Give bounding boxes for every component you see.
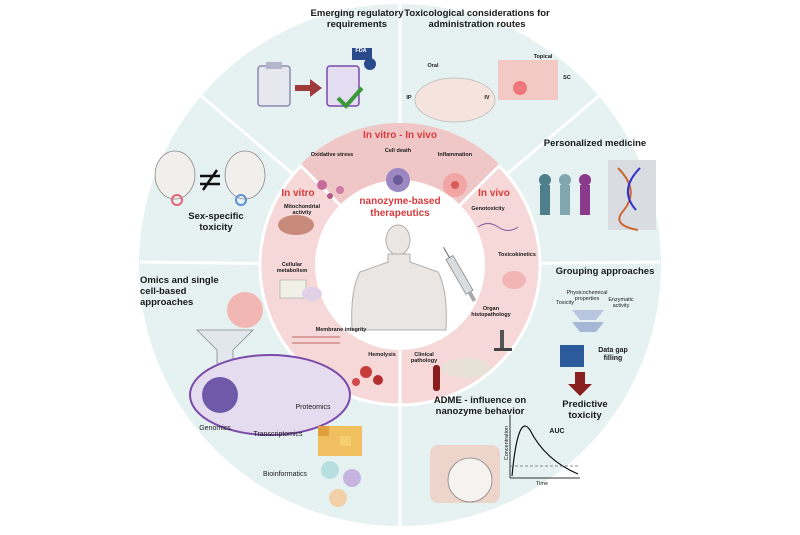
dna-strand-icon xyxy=(477,223,519,231)
regulatory-label: Emerging regulatory requirements xyxy=(310,8,404,30)
mito-label: Mitochondrial activity xyxy=(283,204,321,217)
route-sc-label: SC xyxy=(563,75,571,81)
center-title: nanozyme-based therapeutics xyxy=(359,196,441,219)
digestive-icon xyxy=(430,445,500,503)
pig-icon xyxy=(502,271,526,289)
invitro-label: In vitro xyxy=(281,188,315,199)
test-tube-icon xyxy=(433,365,440,391)
toxicological-label: Toxicological considerations for adminis… xyxy=(404,8,550,30)
arrow-down-icon xyxy=(568,372,592,396)
inflammation-icon xyxy=(443,173,467,197)
auc-plot-icon xyxy=(509,415,580,479)
transcriptomics-label: Transcriptomics xyxy=(253,431,303,438)
clinical-pathology-label: Clinical pathology xyxy=(410,352,438,365)
clipboard-check-icon xyxy=(326,65,364,109)
cell-death-label: Cell death xyxy=(384,148,412,154)
microscope-icon xyxy=(494,330,512,351)
syringe-icon xyxy=(443,246,477,302)
organ-histopathology-label: Organ histopathology xyxy=(471,306,511,319)
invitro-invivo-label: In vitro - In vivo xyxy=(363,130,437,141)
fda-logo-icon xyxy=(352,48,376,70)
auc-label: AUC xyxy=(549,428,565,435)
skin-section-icon xyxy=(498,60,558,100)
sex-specific-label: Sex-specific toxicity xyxy=(188,211,244,233)
adme-label: ADME - influence on nanozyme behavior xyxy=(433,395,527,417)
route-oral-label: Oral xyxy=(427,63,439,69)
network-icon xyxy=(321,461,361,507)
route-topical-label: Topical xyxy=(533,54,553,60)
dna-helix-icon xyxy=(608,160,656,231)
axis-time-label: Time xyxy=(535,481,549,487)
omics-cell-icon xyxy=(189,354,351,436)
axis-concentration-label: Concentration xyxy=(503,426,510,461)
dog-icon xyxy=(442,358,490,378)
inflammation-label: Inflammation xyxy=(437,152,473,158)
enzymatic-label: Enzymatic activity xyxy=(608,297,634,310)
data-gap-icon xyxy=(560,345,584,367)
body-routes-icon xyxy=(414,77,496,123)
not-equal-icon xyxy=(200,169,220,191)
route-iv-label: IV xyxy=(484,95,490,101)
cell-death-icon xyxy=(386,168,410,192)
genotoxicity-label: Genotoxicity xyxy=(471,206,505,212)
physchem-label: Physicochemical properties xyxy=(566,290,608,303)
family-icon xyxy=(539,174,591,215)
data-gap-label: Data gap filling xyxy=(598,347,628,363)
heatmap-icon xyxy=(318,426,362,456)
hemolysis-label: Hemolysis xyxy=(368,352,396,358)
clipboard-icon xyxy=(257,62,291,107)
route-ip-label: IP xyxy=(406,95,412,101)
proteomics-label: Proteomics xyxy=(295,404,331,411)
membrane-integrity-label: Membrane integrity xyxy=(315,327,367,333)
human-figure-icon xyxy=(351,224,447,331)
grouping-label: Grouping approaches xyxy=(555,266,655,277)
fda-label: FDA xyxy=(355,48,367,54)
oxidative-stress-label: Oxidative stress xyxy=(310,152,354,158)
omics-label: Omics and single cell-based approaches xyxy=(140,275,219,308)
female-figure-icon xyxy=(154,150,196,200)
cellular-metabolism-icon xyxy=(279,279,322,301)
grouping-boxes-icon xyxy=(572,310,604,332)
bioinformatics-label: Bioinformatics xyxy=(263,471,307,478)
genomics-label: Genomics xyxy=(199,425,231,432)
toxicity-item-label: Toxicity xyxy=(555,300,575,306)
arrow-right-icon xyxy=(295,79,322,97)
gender-symbols-icon xyxy=(171,194,247,206)
mitochondria-icon xyxy=(278,215,314,235)
membrane-icon xyxy=(292,336,340,344)
oxidative-stress-icon xyxy=(317,180,344,199)
toxicokinetics-label: Toxicokinetics xyxy=(498,252,536,258)
blood-cells-icon xyxy=(352,366,383,386)
male-figure-icon xyxy=(224,150,266,200)
invivo-label: In vivo xyxy=(478,188,510,199)
predictive-label: Predictive toxicity xyxy=(562,399,608,421)
cellular-metabolism-label: Cellular metabolism xyxy=(276,262,308,275)
personalized-label: Personalized medicine xyxy=(543,138,647,149)
